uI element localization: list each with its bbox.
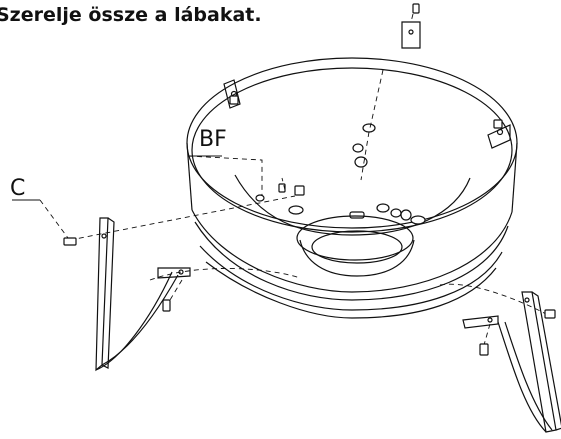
left-leg-screws (63, 237, 171, 312)
callout-label-c: C (10, 176, 26, 201)
callout-leaders (12, 155, 222, 201)
rim-screws (229, 3, 503, 129)
right-leg (462, 291, 561, 433)
right-leg-screws (479, 309, 556, 356)
assembly-instruction: Szerelje össze a lábakat. (0, 4, 262, 26)
center-hardware (255, 123, 426, 225)
rim-brackets (223, 21, 511, 149)
callout-label-bf: BF (199, 127, 227, 152)
ring-body (186, 57, 518, 319)
inner-cone (234, 174, 471, 277)
left-leg (95, 217, 191, 372)
